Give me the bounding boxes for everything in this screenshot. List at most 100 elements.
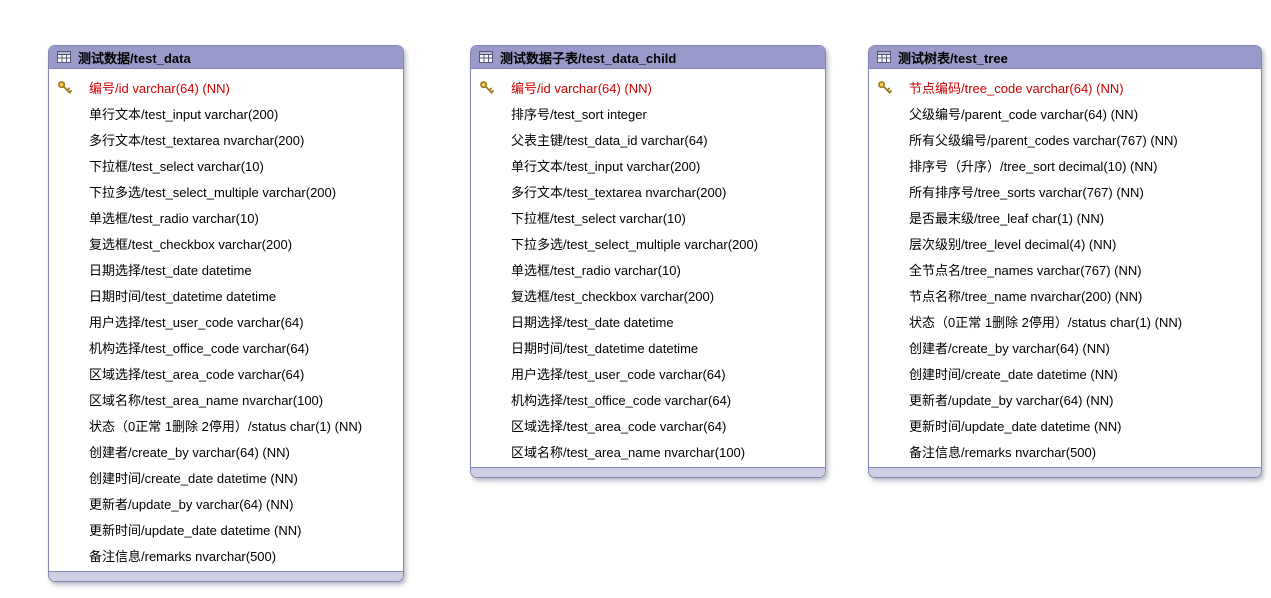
field-label: 状态（0正常 1删除 2停用）/status char(1) (NN) <box>89 418 363 434</box>
field-row[interactable]: 父级编号/parent_code varchar(64) (NN) <box>869 100 1261 126</box>
field-label: 父级编号/parent_code varchar(64) (NN) <box>909 106 1139 122</box>
field-label: 区域名称/test_area_name nvarchar(100) <box>89 392 324 408</box>
field-row[interactable]: 排序号/test_sort integer <box>471 100 825 126</box>
field-label: 复选框/test_checkbox varchar(200) <box>89 236 293 252</box>
field-row[interactable]: 节点名称/tree_name nvarchar(200) (NN) <box>869 282 1261 308</box>
field-label: 日期时间/test_datetime datetime <box>511 340 699 356</box>
field-label: 单选框/test_radio varchar(10) <box>511 262 681 278</box>
field-row[interactable]: 创建者/create_by varchar(64) (NN) <box>49 438 403 464</box>
field-label: 父表主键/test_data_id varchar(64) <box>511 132 708 148</box>
field-row[interactable]: 父表主键/test_data_id varchar(64) <box>471 126 825 152</box>
field-row[interactable]: 备注信息/remarks nvarchar(500) <box>869 438 1261 464</box>
field-row[interactable]: 复选框/test_checkbox varchar(200) <box>471 282 825 308</box>
field-row[interactable]: 状态（0正常 1删除 2停用）/status char(1) (NN) <box>49 412 403 438</box>
field-row[interactable]: 下拉框/test_select varchar(10) <box>49 152 403 178</box>
field-label: 区域名称/test_area_name nvarchar(100) <box>511 444 746 460</box>
field-row[interactable]: 日期选择/test_date datetime <box>471 308 825 334</box>
table-header[interactable]: 测试数据子表/test_data_child <box>471 46 825 69</box>
er-table-test_tree[interactable]: 测试树表/test_tree 节点编码/tree_code varchar(64… <box>868 45 1262 478</box>
field-label: 日期时间/test_datetime datetime <box>89 288 277 304</box>
er-table-test_data[interactable]: 测试数据/test_data 编号/id varchar(64) (NN) 单行文… <box>48 45 404 582</box>
field-row[interactable]: 所有父级编号/parent_codes varchar(767) (NN) <box>869 126 1261 152</box>
field-row[interactable]: 日期时间/test_datetime datetime <box>49 282 403 308</box>
field-row[interactable]: 备注信息/remarks nvarchar(500) <box>49 542 403 568</box>
field-label: 区域选择/test_area_code varchar(64) <box>511 418 727 434</box>
field-label: 是否最末级/tree_leaf char(1) (NN) <box>909 210 1105 226</box>
field-label: 全节点名/tree_names varchar(767) (NN) <box>909 262 1142 278</box>
field-row[interactable]: 区域选择/test_area_code varchar(64) <box>471 412 825 438</box>
table-header[interactable]: 测试数据/test_data <box>49 46 403 69</box>
field-row[interactable]: 更新时间/update_date datetime (NN) <box>869 412 1261 438</box>
field-row[interactable]: 创建时间/create_date datetime (NN) <box>869 360 1261 386</box>
field-row[interactable]: 更新时间/update_date datetime (NN) <box>49 516 403 542</box>
field-row-primary-key[interactable]: 节点编码/tree_code varchar(64) (NN) <box>869 74 1261 100</box>
field-row[interactable]: 区域选择/test_area_code varchar(64) <box>49 360 403 386</box>
field-row[interactable]: 用户选择/test_user_code varchar(64) <box>471 360 825 386</box>
table-footer <box>869 467 1261 477</box>
field-label: 多行文本/test_textarea nvarchar(200) <box>89 132 305 148</box>
field-row[interactable]: 机构选择/test_office_code varchar(64) <box>471 386 825 412</box>
field-row-primary-key[interactable]: 编号/id varchar(64) (NN) <box>471 74 825 100</box>
field-label: 机构选择/test_office_code varchar(64) <box>511 392 732 408</box>
field-row[interactable]: 状态（0正常 1删除 2停用）/status char(1) (NN) <box>869 308 1261 334</box>
table-icon <box>57 51 71 63</box>
field-label: 用户选择/test_user_code varchar(64) <box>89 314 304 330</box>
field-label: 机构选择/test_office_code varchar(64) <box>89 340 310 356</box>
field-row[interactable]: 层次级别/tree_level decimal(4) (NN) <box>869 230 1261 256</box>
field-label: 创建者/create_by varchar(64) (NN) <box>909 340 1110 356</box>
key-icon-cell <box>869 80 909 95</box>
field-row[interactable]: 用户选择/test_user_code varchar(64) <box>49 308 403 334</box>
field-row[interactable]: 单选框/test_radio varchar(10) <box>49 204 403 230</box>
field-label: 节点编码/tree_code varchar(64) (NN) <box>909 80 1124 96</box>
field-row[interactable]: 排序号（升序）/tree_sort decimal(10) (NN) <box>869 152 1261 178</box>
field-row[interactable]: 更新者/update_by varchar(64) (NN) <box>49 490 403 516</box>
field-row[interactable]: 多行文本/test_textarea nvarchar(200) <box>49 126 403 152</box>
key-icon-cell <box>471 80 511 95</box>
field-row[interactable]: 创建时间/create_date datetime (NN) <box>49 464 403 490</box>
field-label: 区域选择/test_area_code varchar(64) <box>89 366 305 382</box>
field-label: 层次级别/tree_level decimal(4) (NN) <box>909 236 1117 252</box>
field-label: 创建者/create_by varchar(64) (NN) <box>89 444 290 460</box>
field-label: 节点名称/tree_name nvarchar(200) (NN) <box>909 288 1143 304</box>
field-row[interactable]: 全节点名/tree_names varchar(767) (NN) <box>869 256 1261 282</box>
field-row[interactable]: 日期时间/test_datetime datetime <box>471 334 825 360</box>
table-icon <box>877 51 891 63</box>
field-row[interactable]: 区域名称/test_area_name nvarchar(100) <box>471 438 825 464</box>
field-row[interactable]: 更新者/update_by varchar(64) (NN) <box>869 386 1261 412</box>
field-label: 下拉框/test_select varchar(10) <box>511 210 686 226</box>
field-row-primary-key[interactable]: 编号/id varchar(64) (NN) <box>49 74 403 100</box>
field-label: 下拉多选/test_select_multiple varchar(200) <box>89 184 337 200</box>
field-row[interactable]: 下拉多选/test_select_multiple varchar(200) <box>49 178 403 204</box>
field-row[interactable]: 复选框/test_checkbox varchar(200) <box>49 230 403 256</box>
table-field-list: 节点编码/tree_code varchar(64) (NN) 父级编号/pare… <box>869 69 1261 467</box>
field-row[interactable]: 单选框/test_radio varchar(10) <box>471 256 825 282</box>
field-label: 状态（0正常 1删除 2停用）/status char(1) (NN) <box>909 314 1183 330</box>
field-label: 单选框/test_radio varchar(10) <box>89 210 259 226</box>
table-icon <box>479 51 493 63</box>
table-header[interactable]: 测试树表/test_tree <box>869 46 1261 69</box>
field-row[interactable]: 单行文本/test_input varchar(200) <box>49 100 403 126</box>
field-label: 用户选择/test_user_code varchar(64) <box>511 366 726 382</box>
key-icon <box>878 80 892 94</box>
field-row[interactable]: 多行文本/test_textarea nvarchar(200) <box>471 178 825 204</box>
field-row[interactable]: 机构选择/test_office_code varchar(64) <box>49 334 403 360</box>
field-row[interactable]: 日期选择/test_date datetime <box>49 256 403 282</box>
field-row[interactable]: 下拉框/test_select varchar(10) <box>471 204 825 230</box>
field-label: 单行文本/test_input varchar(200) <box>89 106 279 122</box>
field-label: 所有父级编号/parent_codes varchar(767) (NN) <box>909 132 1178 148</box>
field-label: 日期选择/test_date datetime <box>89 262 252 278</box>
table-title: 测试数据子表/test_data_child <box>500 50 677 66</box>
field-label: 复选框/test_checkbox varchar(200) <box>511 288 715 304</box>
field-label: 更新者/update_by varchar(64) (NN) <box>909 392 1114 408</box>
field-label: 下拉多选/test_select_multiple varchar(200) <box>511 236 759 252</box>
field-row[interactable]: 创建者/create_by varchar(64) (NN) <box>869 334 1261 360</box>
field-label: 编号/id varchar(64) (NN) <box>89 80 230 96</box>
field-row[interactable]: 区域名称/test_area_name nvarchar(100) <box>49 386 403 412</box>
field-row[interactable]: 所有排序号/tree_sorts varchar(767) (NN) <box>869 178 1261 204</box>
field-row[interactable]: 是否最末级/tree_leaf char(1) (NN) <box>869 204 1261 230</box>
er-table-test_data_child[interactable]: 测试数据子表/test_data_child 编号/id varchar(64)… <box>470 45 826 478</box>
field-row[interactable]: 下拉多选/test_select_multiple varchar(200) <box>471 230 825 256</box>
key-icon-cell <box>49 80 89 95</box>
field-row[interactable]: 单行文本/test_input varchar(200) <box>471 152 825 178</box>
